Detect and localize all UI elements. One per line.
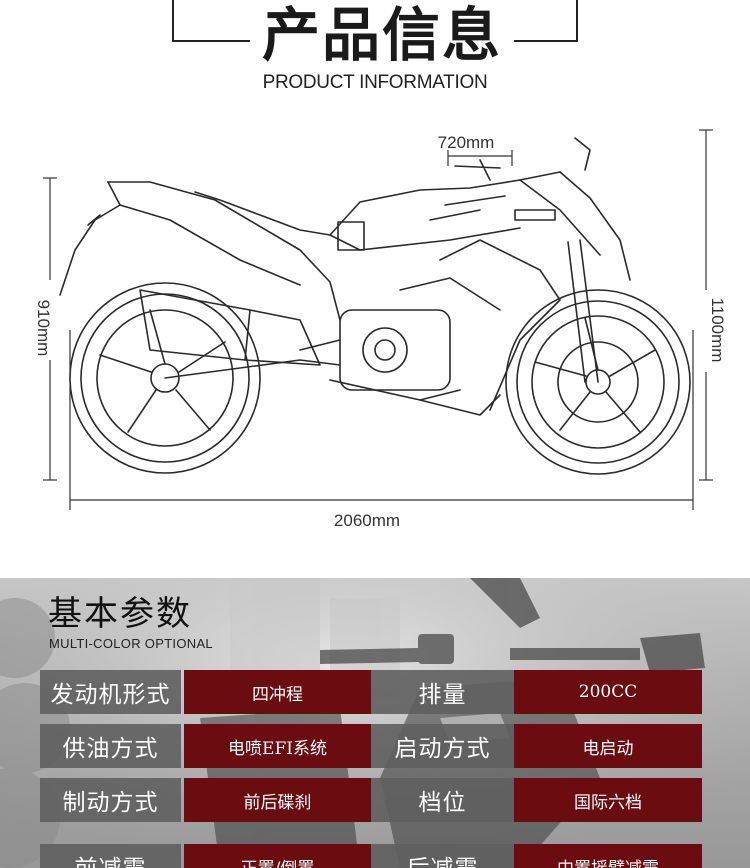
product-info-header: 产品信息 PRODUCT INFORMATION — [0, 0, 750, 100]
seat-height-label: 910mm — [34, 300, 53, 357]
page-title: 产品信息 — [261, 1, 502, 69]
dimension-drawing: 720mm 910mm 1100mm 2060mm — [0, 110, 750, 550]
header-bracket-left — [172, 0, 250, 42]
spec-label-rear-suspension: 后减震 — [371, 844, 514, 868]
spec-value-displacement: 200CC — [514, 670, 702, 714]
spec-label-displacement: 排量 — [371, 670, 514, 714]
spec-label-gears: 档位 — [371, 778, 514, 822]
spec-value-front-suspension: 正置/倒置 — [184, 844, 371, 868]
handlebar-width-label: 720mm — [438, 133, 495, 152]
spec-label-start-method: 启动方式 — [371, 724, 514, 768]
spec-row: 供油方式 电喷EFI系统 启动方式 电启动 — [40, 724, 702, 768]
spec-value-gears: 国际六档 — [514, 778, 702, 822]
spec-label-engine-type: 发动机形式 — [40, 670, 181, 714]
overall-height-label: 1100mm — [708, 298, 727, 363]
header-bracket-right — [514, 0, 578, 42]
spec-row: 前减震 正置/倒置 后减震 中置摇臂减震 — [40, 844, 702, 868]
page-subtitle: PRODUCT INFORMATION — [262, 72, 488, 93]
basic-specs-section: 基本参数 MULTI-COLOR OPTIONAL 发动机形式 四冲程 排量 2… — [0, 578, 750, 868]
spec-row: 制动方式 前后碟刹 档位 国际六档 — [40, 778, 702, 822]
spec-label-brakes: 制动方式 — [40, 778, 181, 822]
spec-value-start-method: 电启动 — [514, 724, 702, 768]
specs-title: 基本参数 — [48, 594, 192, 634]
spec-value-brakes: 前后碟刹 — [184, 778, 371, 822]
spec-value-rear-suspension: 中置摇臂减震 — [514, 844, 702, 868]
spec-row: 发动机形式 四冲程 排量 200CC — [40, 670, 702, 714]
motorcycle-sketch: 720mm 910mm 1100mm 2060mm — [34, 129, 727, 530]
specs-subtitle: MULTI-COLOR OPTIONAL — [49, 636, 213, 651]
front-wheel-sketch — [505, 289, 691, 475]
spec-label-front-suspension: 前减震 — [40, 844, 181, 868]
spec-label-fuel-system: 供油方式 — [40, 724, 181, 768]
overall-length-label: 2060mm — [334, 511, 400, 530]
spec-value-engine-type: 四冲程 — [184, 670, 371, 714]
spec-value-fuel-system: 电喷EFI系统 — [184, 724, 371, 768]
